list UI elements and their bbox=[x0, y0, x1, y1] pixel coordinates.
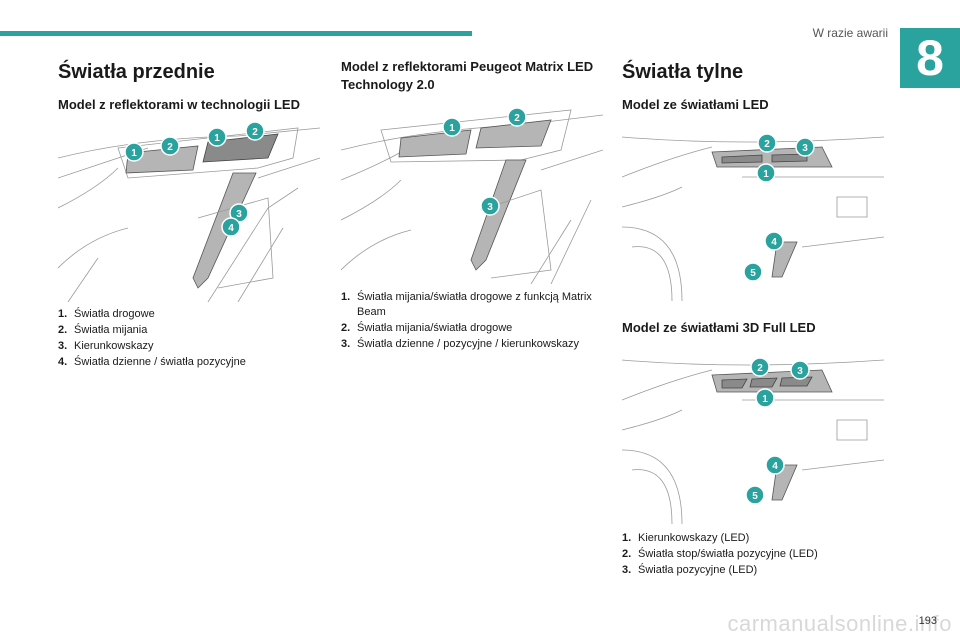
legend-item: 3.Światła dzienne / pozycyjne / kierunko… bbox=[341, 338, 579, 350]
legend-item: 1.Światła mijania/światła drogowe z funk… bbox=[341, 291, 592, 318]
svg-text:3: 3 bbox=[797, 366, 803, 377]
legend-item: 4.Światła dzienne / światła pozycyjne bbox=[58, 356, 246, 368]
legend-item: 3.Światła pozycyjne (LED) bbox=[622, 564, 758, 576]
badge-2b: 2 bbox=[245, 121, 265, 141]
legend-item: 2.Światła stop/światła pozycyjne (LED) bbox=[622, 548, 818, 560]
svg-text:2: 2 bbox=[757, 363, 763, 374]
column-front-matrix: Model z reflektorami Peugeot Matrix LED … bbox=[341, 58, 603, 94]
badge-4: 4 bbox=[221, 217, 241, 237]
badge-2: 2 bbox=[507, 107, 527, 127]
chapter-number-badge: 8 bbox=[900, 28, 960, 88]
rear-lights-title: Światła tylne bbox=[622, 61, 744, 83]
rear-led-illustration: 2 3 1 4 5 bbox=[622, 117, 884, 301]
front-led-legend: 1.Światła drogowe 2.Światła mijania 3.Ki… bbox=[58, 307, 320, 371]
front-matrix-legend: 1.Światła mijania/światła drogowe z funk… bbox=[341, 290, 603, 353]
badge-2a: 2 bbox=[160, 136, 180, 156]
badge-1a: 1 bbox=[124, 142, 144, 162]
front-led-subtitle: Model z reflektorami w technologii LED bbox=[58, 97, 300, 112]
badge-5: 5 bbox=[745, 485, 765, 505]
badge-1: 1 bbox=[756, 163, 776, 183]
front-matrix-illustration: 1 2 3 bbox=[341, 100, 603, 284]
badge-2: 2 bbox=[750, 357, 770, 377]
rear-led-subtitle: Model ze światłami LED bbox=[622, 97, 769, 112]
watermark: carmanualsonline.info bbox=[727, 611, 952, 636]
rear-3d-subtitle: Model ze światłami 3D Full LED bbox=[622, 320, 816, 335]
svg-text:1: 1 bbox=[762, 394, 768, 405]
svg-text:4: 4 bbox=[772, 461, 778, 472]
rear-legend: 1.Kierunkowskazy (LED) 2.Światła stop/św… bbox=[622, 531, 884, 579]
legend-item: 2.Światła mijania bbox=[58, 324, 148, 336]
svg-text:2: 2 bbox=[764, 139, 770, 150]
svg-text:2: 2 bbox=[167, 142, 173, 153]
svg-text:3: 3 bbox=[802, 143, 808, 154]
svg-text:1: 1 bbox=[131, 148, 137, 159]
svg-text:1: 1 bbox=[449, 123, 455, 134]
front-matrix-subtitle: Model z reflektorami Peugeot Matrix LED … bbox=[341, 59, 594, 92]
svg-text:2: 2 bbox=[514, 113, 520, 124]
top-accent-bar bbox=[0, 31, 472, 36]
svg-text:4: 4 bbox=[771, 237, 777, 248]
badge-1: 1 bbox=[442, 117, 462, 137]
page-number: 193 bbox=[918, 615, 937, 627]
column-rear: Światła tylne Model ze światłami LED bbox=[622, 58, 884, 114]
legend-item: 3.Kierunkowskazy bbox=[58, 340, 154, 352]
svg-text:4: 4 bbox=[228, 223, 234, 234]
column-front-led: Światła przednie Model z reflektorami w … bbox=[58, 58, 320, 114]
front-led-illustration: 1 2 1 2 3 4 bbox=[58, 118, 320, 302]
svg-text:2: 2 bbox=[252, 127, 258, 138]
badge-4: 4 bbox=[765, 455, 785, 475]
legend-item: 1.Kierunkowskazy (LED) bbox=[622, 532, 750, 544]
rear-3d-illustration: 2 3 1 4 5 bbox=[622, 340, 884, 524]
badge-1b: 1 bbox=[207, 127, 227, 147]
badge-3: 3 bbox=[795, 137, 815, 157]
legend-item: 1.Światła drogowe bbox=[58, 308, 155, 320]
svg-text:3: 3 bbox=[236, 209, 242, 220]
svg-text:3: 3 bbox=[487, 202, 493, 213]
svg-text:1: 1 bbox=[214, 133, 220, 144]
section-title: W razie awarii bbox=[812, 26, 888, 40]
svg-text:1: 1 bbox=[763, 169, 769, 180]
svg-text:5: 5 bbox=[750, 268, 756, 279]
svg-text:5: 5 bbox=[752, 491, 758, 502]
badge-2: 2 bbox=[757, 133, 777, 153]
badge-3: 3 bbox=[480, 196, 500, 216]
badge-4: 4 bbox=[764, 231, 784, 251]
legend-item: 2.Światła mijania/światła drogowe bbox=[341, 322, 513, 334]
front-lights-title: Światła przednie bbox=[58, 61, 215, 83]
badge-1: 1 bbox=[755, 388, 775, 408]
badge-5: 5 bbox=[743, 262, 763, 282]
badge-3: 3 bbox=[790, 360, 810, 380]
